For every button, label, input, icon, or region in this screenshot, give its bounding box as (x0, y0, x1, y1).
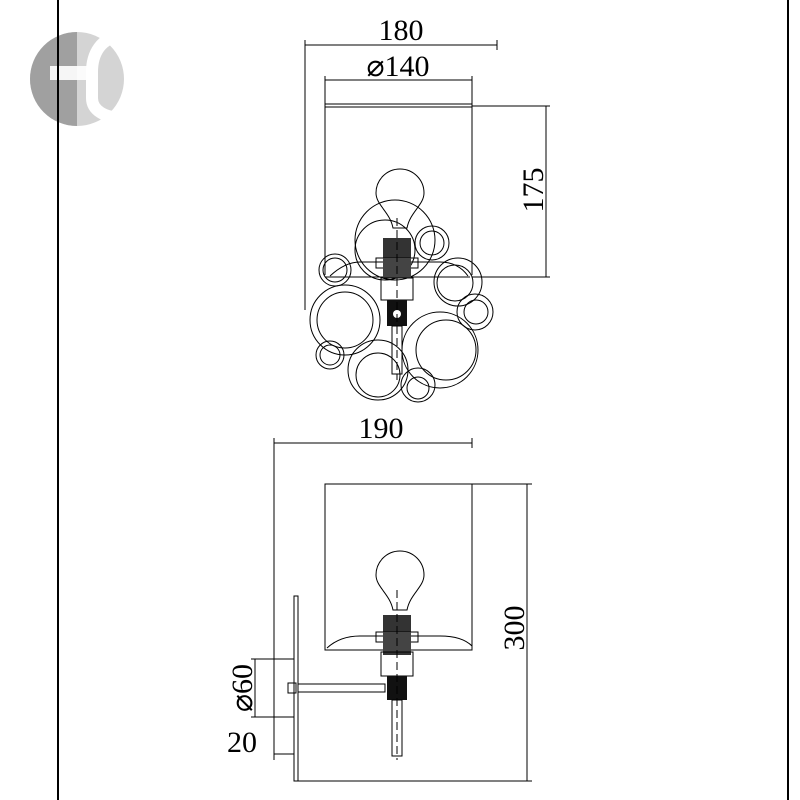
offset-label: 20 (227, 726, 257, 759)
side-depth-label: 190 (359, 412, 404, 445)
company-logo (30, 30, 125, 126)
shade-height-label: 175 (517, 168, 550, 213)
side-view (251, 438, 532, 782)
shade-diameter-label: ⌀140 (366, 50, 429, 83)
front-view (304, 40, 550, 403)
base-diameter-label: ⌀60 (226, 664, 259, 712)
total-height-label: 300 (498, 606, 531, 651)
front-width-label: 180 (379, 14, 424, 47)
